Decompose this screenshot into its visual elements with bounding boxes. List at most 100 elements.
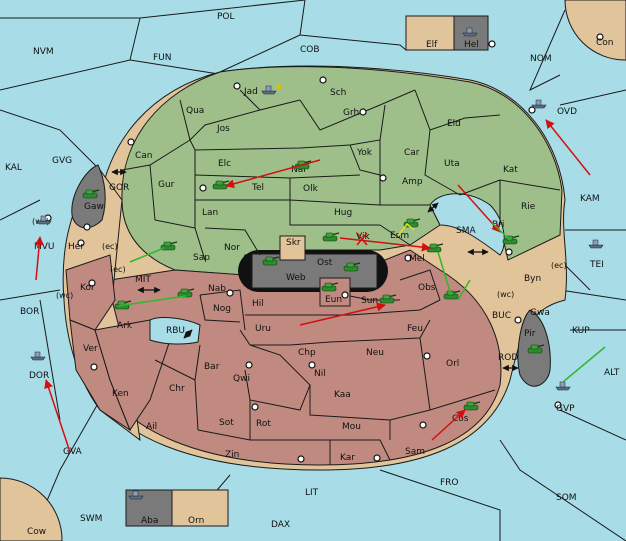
- land-label-Byn: Byn: [524, 274, 541, 284]
- land-label-Kor: Kor: [80, 283, 95, 293]
- land-label-Uta: Uta: [444, 159, 460, 169]
- coast-tag-ec-kor: (ec): [110, 265, 126, 274]
- support-line: [117, 295, 187, 307]
- land-label-Kaa: Kaa: [334, 390, 351, 400]
- land-label-Sun: Sun: [361, 296, 378, 306]
- land-label-Eld: Eld: [447, 119, 461, 129]
- land-label-Car: Car: [404, 148, 420, 158]
- land-label-Jos: Jos: [216, 124, 230, 134]
- region-Skr[interactable]: [279, 235, 306, 261]
- support-line: [129, 247, 165, 263]
- move-arrow: [299, 302, 386, 326]
- adjacency-arrows: [111, 168, 519, 372]
- sea-label-ROD: ROD: [498, 353, 518, 363]
- sea-label-KUP: KUP: [572, 326, 590, 336]
- land-label-DOR: DOR: [29, 371, 49, 381]
- land-label-Orl: Orl: [446, 359, 459, 369]
- land-label-Eun: Eun: [325, 295, 342, 305]
- sea-label-SWM: SWM: [80, 514, 102, 524]
- land-label-Rie: Rie: [521, 202, 536, 212]
- support-line: [437, 251, 452, 296]
- sea-label-FRO: FRO: [440, 478, 459, 488]
- sea-label-DAX: DAX: [271, 520, 290, 530]
- land-label-Chp: Chp: [298, 348, 316, 358]
- sea-label-GVG: GVG: [52, 156, 72, 166]
- province-borders-south: [154, 269, 496, 465]
- land-label-Mou: Mou: [342, 422, 361, 432]
- land-label-Gwa: Gwa: [530, 308, 550, 318]
- land-label-GVP: GVP: [556, 404, 575, 414]
- region-Con[interactable]: [564, 0, 626, 61]
- land-label-Tel: Tel: [251, 183, 264, 193]
- region-Orn[interactable]: [171, 489, 229, 527]
- land-label-Chr: Chr: [169, 384, 185, 394]
- land-label-Mel: Mel: [409, 254, 425, 264]
- sea-label-GVA: GVA: [63, 447, 83, 457]
- move-arrow: [545, 119, 591, 176]
- sea-label-NVM: NVM: [33, 47, 54, 57]
- coast-tag-ec-byn: (ec): [551, 261, 567, 270]
- land-label-Elf: Elf: [426, 40, 438, 50]
- land-label-Nil: Nil: [314, 369, 326, 379]
- supply-centers: [44, 33, 604, 463]
- land-label-Uru: Uru: [255, 324, 271, 334]
- sea-label-BOR: BOR: [20, 307, 39, 317]
- land-label-Skr: Skr: [286, 238, 301, 248]
- land-label-Neu: Neu: [366, 348, 384, 358]
- region-Elf[interactable]: [405, 15, 455, 51]
- sea-label-SMA: SMA: [456, 226, 476, 236]
- land-label-Nab: Nab: [208, 284, 226, 294]
- sea-label-RBU: RBU: [166, 326, 185, 336]
- land-label-Ver: Ver: [83, 344, 98, 354]
- land-label-Esm: Esm: [390, 231, 409, 241]
- land-label-Hel: Hel: [464, 40, 479, 50]
- coast-tag-ec-her: (ec): [102, 242, 118, 251]
- star-icon: ★: [274, 80, 284, 93]
- land-label-Sot: Sot: [219, 418, 234, 428]
- land-label-Zin: Zin: [225, 450, 239, 460]
- sea-label-COB: COB: [300, 45, 320, 55]
- land-label-Cow: Cow: [27, 527, 46, 537]
- land-label-Can: Can: [135, 151, 153, 161]
- support-orders: [117, 222, 606, 383]
- move-arrow: [44, 379, 71, 453]
- sea-label-POL: POL: [217, 12, 235, 22]
- land-label-Sam: Sam: [405, 447, 425, 457]
- land-label-Pir: Pir: [524, 329, 536, 339]
- sea-label-FUN: FUN: [153, 53, 172, 63]
- land-label-Orn: Orn: [188, 516, 204, 526]
- land-label-Sch: Sch: [330, 88, 346, 98]
- sea-label-BUC: BUC: [492, 311, 511, 321]
- land-label-Nor: Nor: [224, 243, 240, 253]
- sea-label-LIT: LIT: [305, 488, 319, 498]
- land-label-Yok: Yok: [356, 148, 373, 158]
- land-label-Amp: Amp: [402, 177, 423, 187]
- land-label-Feu: Feu: [407, 324, 423, 334]
- land-label-Nar: Nar: [291, 165, 307, 175]
- land-label-Web: Web: [286, 273, 306, 283]
- region-Cow[interactable]: [0, 477, 63, 541]
- land-label-Bar: Bar: [204, 362, 220, 372]
- support-line: [457, 279, 471, 301]
- province-borders-north: [121, 89, 561, 261]
- land-label-Kat: Kat: [503, 165, 518, 175]
- adjacency-arrow-SMA: [427, 202, 439, 213]
- sea-label-KAM: KAM: [580, 194, 600, 204]
- land-label-Lan: Lan: [202, 208, 218, 218]
- land-label-Hug: Hug: [334, 208, 352, 218]
- move-arrow: [431, 409, 466, 441]
- land-label-Rot: Rot: [256, 419, 271, 429]
- land-label-Ken: Ken: [112, 389, 129, 399]
- cut-support-mark: [356, 232, 368, 246]
- support-line: [397, 222, 415, 237]
- land-label-Cos: Cos: [452, 414, 469, 424]
- sea-label-ALT: ALT: [604, 368, 620, 378]
- land-label-Jad: Jad: [243, 87, 258, 97]
- land-label-Gur: Gur: [158, 180, 175, 190]
- region-Kor[interactable]: [65, 254, 116, 331]
- coast-tag-wc-kor: (wc): [56, 291, 73, 300]
- land-label-Hil: Hil: [252, 299, 264, 309]
- land-label-Kar: Kar: [340, 453, 355, 463]
- move-arrow: [34, 236, 44, 281]
